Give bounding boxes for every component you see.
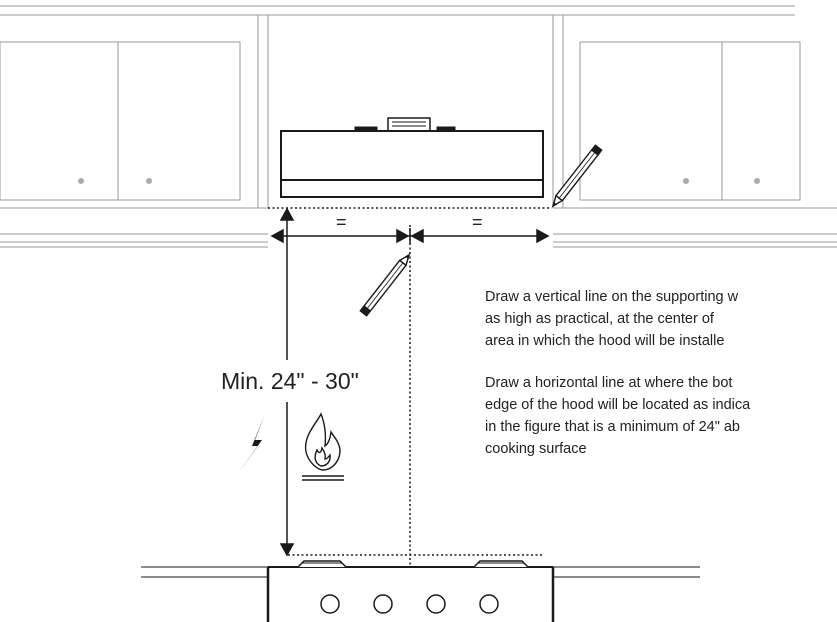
min-height-dimension [279,207,295,557]
equal-left-label: = [336,212,347,232]
range-hood [280,117,544,198]
instruction-line: cooking surface [485,441,587,457]
cooktop [141,560,700,622]
flame-icon [302,412,344,481]
control-knob [320,594,340,614]
pencil-icon [359,253,411,317]
control-knob [479,594,499,614]
cabinet-knob [683,178,689,184]
instruction-line: area in which the hood will be installe [485,333,725,349]
equal-width-dimension [270,228,550,244]
instruction-line: Draw a vertical line on the supporting w [485,289,739,305]
instruction-line: edge of the hood will be located as indi… [485,397,751,413]
lightning-icon [236,414,265,476]
instruction-line: as high as practical, at the center of [485,311,714,327]
min-height-label: Min. 24" - 30" [221,368,359,394]
left-wall-cabinet [0,41,268,248]
right-wall-cabinet [553,41,837,248]
cabinet-knob [78,178,84,184]
cabinet-knob [754,178,760,184]
equal-right-label: = [472,212,483,232]
cabinet-knob [146,178,152,184]
control-knobs [320,594,499,614]
instruction-line: Draw a horizontal line at where the bot [485,375,733,391]
instruction-line: in the figure that is a minimum of 24" a… [485,419,740,435]
pencil-icon [551,144,603,208]
control-knob [426,594,446,614]
control-knob [373,594,393,614]
